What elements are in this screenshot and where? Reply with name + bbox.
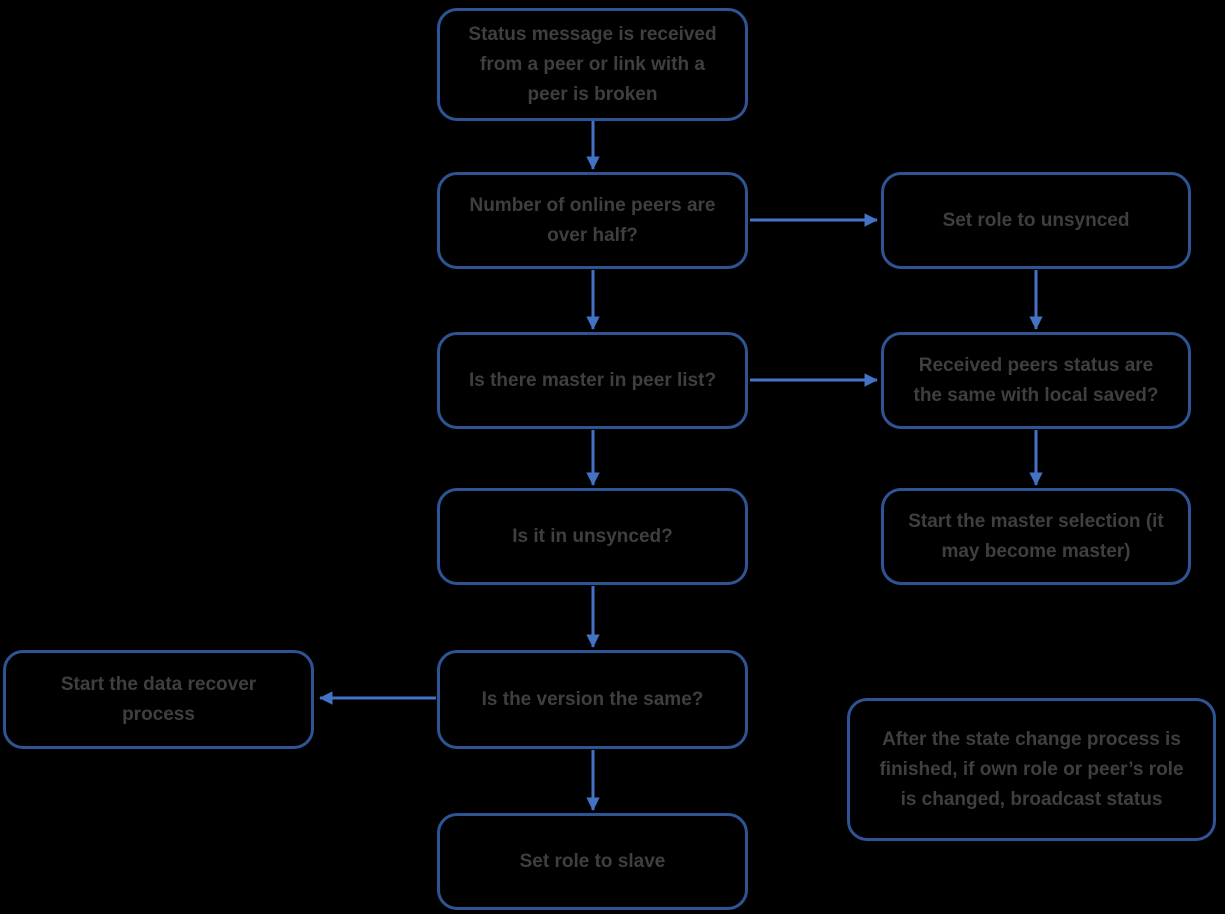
- node-is-in-unsynced: Is it in unsynced?: [437, 488, 748, 585]
- node-set-role-unsynced: Set role to unsynced: [881, 172, 1191, 269]
- node-start-master-selection: Start the master selection (it may becom…: [881, 488, 1191, 585]
- node-set-role-slave: Set role to slave: [437, 813, 748, 910]
- node-peers-over-half: Number of online peers are over half?: [437, 172, 748, 269]
- node-status-received: Status message is received from a peer o…: [437, 8, 748, 121]
- node-version-same: Is the version the same?: [437, 650, 748, 749]
- node-peers-status-same: Received peers status are the same with …: [881, 332, 1191, 429]
- node-master-in-peer-list: Is there master in peer list?: [437, 332, 748, 429]
- node-start-data-recover: Start the data recover process: [3, 650, 314, 749]
- node-broadcast-status-note: After the state change process is finish…: [847, 698, 1216, 841]
